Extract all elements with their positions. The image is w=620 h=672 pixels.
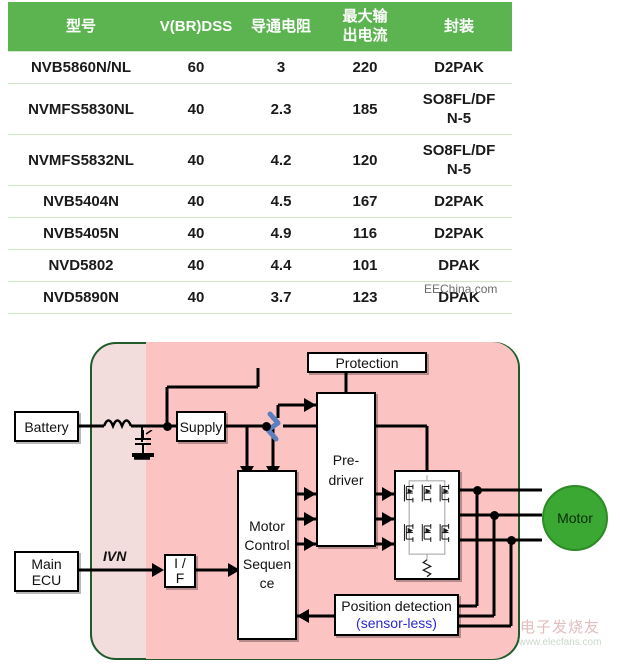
- cell-package: D2PAK: [406, 217, 512, 250]
- arrow-supply-to-pd-top: [304, 398, 316, 412]
- three-phase-bridge-icon: [403, 475, 450, 578]
- cell-vbrdss: 60: [154, 51, 238, 84]
- cell-model: NVB5405N: [8, 217, 154, 250]
- block-protection[interactable]: Protection: [307, 352, 427, 373]
- block-motor[interactable]: Motor: [542, 485, 608, 551]
- junction-dot-battery-rail: [163, 422, 172, 431]
- cell-rdson: 4.2: [238, 134, 324, 186]
- block-position-detection[interactable]: Position detection (sensor-less): [334, 594, 459, 636]
- cell-rdson: 3.7: [238, 281, 324, 314]
- cell-model: NVD5890N: [8, 281, 154, 314]
- cell-model: NVD5802: [8, 249, 154, 282]
- cell-imax: 116: [324, 217, 406, 250]
- col-header-rdson: 导通电阻: [238, 2, 324, 52]
- block-position-detection-sublabel: (sensor-less): [356, 615, 437, 631]
- cell-package: SO8FL/DF N-5: [406, 134, 512, 186]
- col-header-imax: 最大输 出电流: [324, 2, 406, 52]
- cell-model: NVMFS5832NL: [8, 134, 154, 186]
- cell-package: D2PAK: [406, 185, 512, 218]
- cell-package: SO8FL/DF N-5: [406, 83, 512, 135]
- cell-imax: 185: [324, 83, 406, 135]
- junction-dot-phase-v: [490, 511, 499, 520]
- label-ivn: IVN: [103, 548, 127, 564]
- junction-dot-phase-u: [473, 486, 482, 495]
- cell-rdson: 4.4: [238, 249, 324, 282]
- block-interface-label: I / F: [174, 555, 186, 586]
- cell-rdson: 4.9: [238, 217, 324, 250]
- block-position-detection-label: Position detection: [341, 598, 452, 614]
- cell-vbrdss: 40: [154, 134, 238, 186]
- cell-vbrdss: 40: [154, 83, 238, 135]
- ground-capacitor-icon: [132, 430, 154, 457]
- arrow-mcs-to-pd-3: [304, 537, 316, 551]
- cell-vbrdss: 40: [154, 217, 238, 250]
- cell-package: D2PAK: [406, 51, 512, 84]
- block-supply[interactable]: Supply: [176, 411, 226, 442]
- block-motor-control-sequence-label: Motor Control Sequen ce: [242, 518, 292, 591]
- cell-rdson: 2.3: [238, 83, 324, 135]
- cell-imax: 220: [324, 51, 406, 84]
- arrow-posdet-to-mcs: [297, 609, 309, 623]
- col-header-vbrdss: V(BR)DSS: [154, 2, 238, 52]
- cell-rdson: 4.5: [238, 185, 324, 218]
- cell-model: NVB5860N/NL: [8, 51, 154, 84]
- block-pre-driver-label: Pre- driver: [328, 451, 364, 488]
- junction-dot-supply-out: [262, 422, 271, 431]
- cell-model: NVB5404N: [8, 185, 154, 218]
- block-battery-label: Battery: [24, 418, 69, 435]
- block-main-ecu-label: Main ECU: [31, 555, 62, 588]
- cell-vbrdss: 40: [154, 249, 238, 282]
- col-header-package: 封装: [406, 2, 512, 52]
- block-interface[interactable]: I / F: [164, 554, 196, 588]
- cell-package: DPAK: [406, 249, 512, 282]
- block-main-ecu[interactable]: Main ECU: [14, 551, 79, 592]
- block-power-bridge[interactable]: [394, 470, 460, 580]
- cell-model: NVMFS5830NL: [8, 83, 154, 135]
- arrow-pd-to-bridge-1: [382, 487, 394, 501]
- cell-imax: 123: [324, 281, 406, 314]
- cell-package: DPAK: [406, 281, 512, 314]
- junction-dot-phase-w: [507, 536, 516, 545]
- arrow-pd-to-bridge-3: [382, 537, 394, 551]
- cell-rdson: 3: [238, 51, 324, 84]
- arrow-mcs-to-pd-1: [304, 487, 316, 501]
- arrow-mcs-to-pd-2: [304, 512, 316, 526]
- arrow-pd-to-bridge-2: [382, 512, 394, 526]
- block-protection-label: Protection: [335, 354, 399, 371]
- cell-vbrdss: 40: [154, 185, 238, 218]
- block-supply-label: Supply: [179, 418, 223, 435]
- block-battery[interactable]: Battery: [14, 411, 79, 442]
- cell-vbrdss: 40: [154, 281, 238, 314]
- table-header-row: 型号 V(BR)DSS 导通电阻 最大输 出电流 封装: [8, 2, 512, 52]
- arrow-ivn-to-if: [152, 563, 164, 577]
- block-motor-control-sequence[interactable]: Motor Control Sequen ce: [237, 470, 297, 640]
- col-header-model: 型号: [8, 2, 154, 52]
- block-pre-driver[interactable]: Pre- driver: [316, 392, 376, 547]
- cell-imax: 101: [324, 249, 406, 282]
- cell-imax: 167: [324, 185, 406, 218]
- cell-imax: 120: [324, 134, 406, 186]
- block-motor-label: Motor: [557, 510, 593, 526]
- motor-control-block-diagram: Battery Main ECU IVN Supply Protection I…: [0, 330, 620, 672]
